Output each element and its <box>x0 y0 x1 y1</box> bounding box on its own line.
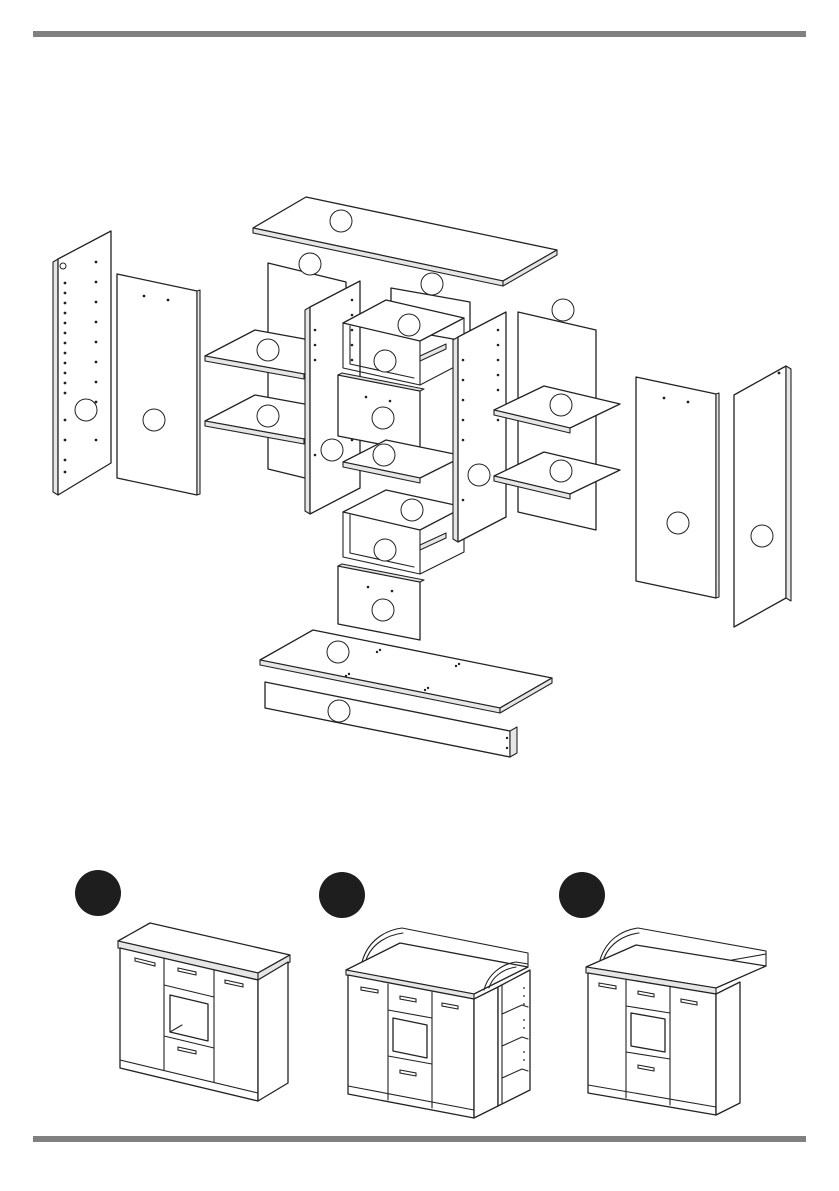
callout-left-side-panel-inner <box>143 409 165 431</box>
callout-right-partition <box>468 464 490 486</box>
left-side-panel-outer <box>53 231 111 495</box>
right-side-panel-inner <box>636 377 719 598</box>
right-side-panel-outer <box>734 366 791 627</box>
right-shelf-lower <box>494 452 620 499</box>
callout-lower-drawer-front <box>372 599 394 621</box>
variant-1-badge <box>75 870 121 916</box>
callout-right-back-panel <box>552 299 574 321</box>
callout-right-shelf-lower <box>550 460 572 482</box>
callout-left-side-panel-outer <box>75 399 97 421</box>
dresser-icon <box>118 923 290 1101</box>
callout-left-back-panel <box>299 253 321 275</box>
callout-upper-drawer-back <box>398 314 420 336</box>
left-side-panel-inner <box>117 274 200 495</box>
center-shelf <box>343 440 464 483</box>
variant-3-badge <box>559 872 605 918</box>
lower-drawer-box <box>343 490 464 574</box>
callout-right-shelf-upper <box>550 394 572 416</box>
callout-lower-drawer-back <box>401 499 423 521</box>
callout-upper-drawer-bottom <box>374 350 396 372</box>
callout-top-panel <box>330 210 352 232</box>
callout-bottom-panel <box>327 641 349 663</box>
changing-table-with-shelves-icon <box>346 928 530 1118</box>
callout-center-back-panel <box>421 273 443 295</box>
right-partition <box>453 312 506 542</box>
callout-right-side-panel-outer <box>751 525 773 547</box>
callout-right-side-panel-inner <box>667 512 689 534</box>
callout-lower-drawer-bottom <box>374 539 396 561</box>
cam-hole <box>60 263 66 269</box>
variant-2-badge <box>319 872 365 918</box>
exploded-view <box>53 197 791 757</box>
variant-1 <box>75 870 290 1101</box>
lower-drawer-front <box>338 564 424 640</box>
right-shelf-upper <box>494 386 620 433</box>
variant-3 <box>559 872 766 1115</box>
callout-plinth <box>328 700 350 722</box>
callout-center-shelf <box>373 444 395 466</box>
callout-left-partition <box>321 439 343 461</box>
callout-left-shelf-upper <box>257 339 279 361</box>
callout-left-shelf-lower <box>257 405 279 427</box>
callout-upper-drawer-front <box>372 407 394 429</box>
changing-table-icon <box>586 928 766 1115</box>
variant-2 <box>319 872 530 1118</box>
